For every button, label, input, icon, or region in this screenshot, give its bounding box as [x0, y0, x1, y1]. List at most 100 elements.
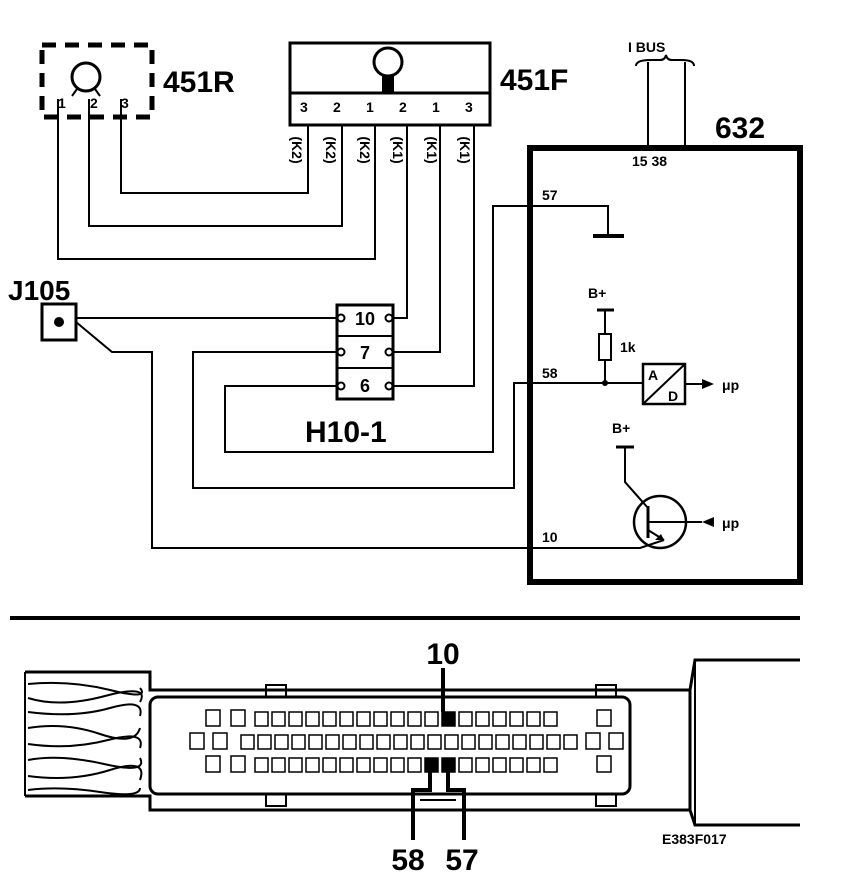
connector-pin — [308, 734, 323, 750]
wire-code-k1-3: (K1) — [457, 136, 473, 163]
connector-pin — [305, 757, 320, 773]
connector-pin — [356, 711, 371, 727]
connector-pin — [512, 734, 527, 750]
connector-pin — [291, 734, 306, 750]
front-sensor-451f: 3 2 1 2 1 3 451F — [288, 41, 568, 127]
connector-pin — [441, 711, 456, 727]
ecu-pin-58-label: 58 — [542, 365, 558, 381]
connector-pin — [271, 757, 286, 773]
connector-pin — [373, 711, 388, 727]
connector-pin-7: 7 — [360, 343, 370, 363]
connector-label: H10-1 — [305, 416, 387, 449]
front-sensor-pin-2b: 2 — [399, 99, 407, 115]
connector-pin — [526, 757, 541, 773]
figure-id: E383F017 — [662, 831, 727, 847]
connector-pin — [339, 711, 354, 727]
connector-pin — [596, 709, 612, 727]
adc-a-label: A — [648, 367, 658, 383]
front-sensor-pin-3b: 3 — [465, 99, 473, 115]
connector-pin — [212, 732, 228, 750]
connector-pin — [495, 734, 510, 750]
connector-pin — [608, 732, 624, 750]
rear-sensor-label: 451R — [163, 66, 235, 99]
ecu-pin-10-label: 10 — [542, 529, 558, 545]
connector-pin — [257, 734, 272, 750]
connector-pin — [254, 757, 269, 773]
connector-pin — [444, 734, 459, 750]
connector-pin — [407, 711, 422, 727]
connector-pin — [322, 711, 337, 727]
connector-pin — [376, 734, 391, 750]
rear-sensor-451r: 1 2 3 451R — [39, 42, 235, 120]
connector-pin — [189, 732, 205, 750]
front-sensor-label: 451F — [500, 64, 568, 97]
connector-pin — [230, 755, 246, 773]
front-sensor-pin-1a: 1 — [366, 99, 374, 115]
connector-pin — [546, 734, 561, 750]
junction-j105: J105 — [8, 275, 78, 342]
connector-pin — [543, 711, 558, 727]
connector-pin — [509, 711, 524, 727]
wire-codes: (K2) (K2) (K2) (K1) (K1) (K1) — [289, 136, 473, 163]
wire-code-k1-2: (K1) — [424, 136, 440, 163]
rear-sensor-pin-3: 3 — [121, 95, 129, 111]
connector-pin — [478, 734, 493, 750]
connector-pin-10: 10 — [355, 309, 375, 329]
wire-code-k1-1: (K1) — [390, 136, 406, 163]
connector-pin — [339, 757, 354, 773]
connector-pin — [526, 711, 541, 727]
connector-view: 10 58 57 E383F017 — [24, 638, 800, 877]
connector-pin — [458, 757, 473, 773]
connector-pin — [322, 757, 337, 773]
connector-pin — [359, 734, 374, 750]
connector-pin — [342, 734, 357, 750]
connector-pin — [325, 734, 340, 750]
connector-pin — [543, 757, 558, 773]
resistor-label: 1k — [620, 339, 636, 355]
wire-code-k2-2: (K2) — [323, 136, 339, 163]
supply-b-plus-1: B+ — [588, 285, 606, 301]
connector-pin — [205, 755, 221, 773]
connector-pin — [461, 734, 476, 750]
connector-pin — [458, 711, 473, 727]
connector-pin — [563, 734, 578, 750]
front-sensor-pin-2a: 2 — [333, 99, 341, 115]
connector-pin — [475, 711, 490, 727]
connector-pin — [424, 757, 439, 773]
cable-strands — [27, 681, 143, 796]
ecu-label: 632 — [715, 112, 765, 145]
connector-pin — [230, 709, 246, 727]
connector-pin — [410, 734, 425, 750]
connector-pin — [390, 757, 405, 773]
callout-pin-57: 57 — [445, 844, 478, 877]
ibus-pins: 15 38 — [632, 153, 667, 169]
connector-h10-1: 10 7 6 H10-1 — [305, 303, 395, 449]
adc-d-label: D — [668, 388, 678, 404]
front-sensor-pin-3a: 3 — [300, 99, 308, 115]
callout-pin-10: 10 — [426, 638, 459, 671]
connector-pin — [205, 709, 221, 727]
wire-code-k2-1: (K2) — [289, 136, 305, 163]
ibus-label: I BUS — [628, 39, 665, 55]
connector-pin — [424, 711, 439, 727]
output-mu-p-1: μp — [722, 377, 739, 393]
connector-pin — [509, 757, 524, 773]
connector-pin — [427, 734, 442, 750]
connector-pin — [305, 711, 320, 727]
connector-pin — [288, 757, 303, 773]
connector-pin — [240, 734, 255, 750]
connector-pin — [254, 711, 269, 727]
connector-pin — [373, 757, 388, 773]
callout-pin-58: 58 — [391, 844, 424, 877]
connector-pin — [271, 711, 286, 727]
connector-pin — [492, 711, 507, 727]
connector-pins — [189, 709, 624, 773]
rear-sensor-pin-1: 1 — [58, 95, 66, 111]
connector-pin — [585, 732, 601, 750]
connector-pin — [529, 734, 544, 750]
junction-label: J105 — [8, 275, 70, 306]
connector-pin — [288, 711, 303, 727]
connector-pin — [356, 757, 371, 773]
sensor-wires — [57, 99, 475, 387]
